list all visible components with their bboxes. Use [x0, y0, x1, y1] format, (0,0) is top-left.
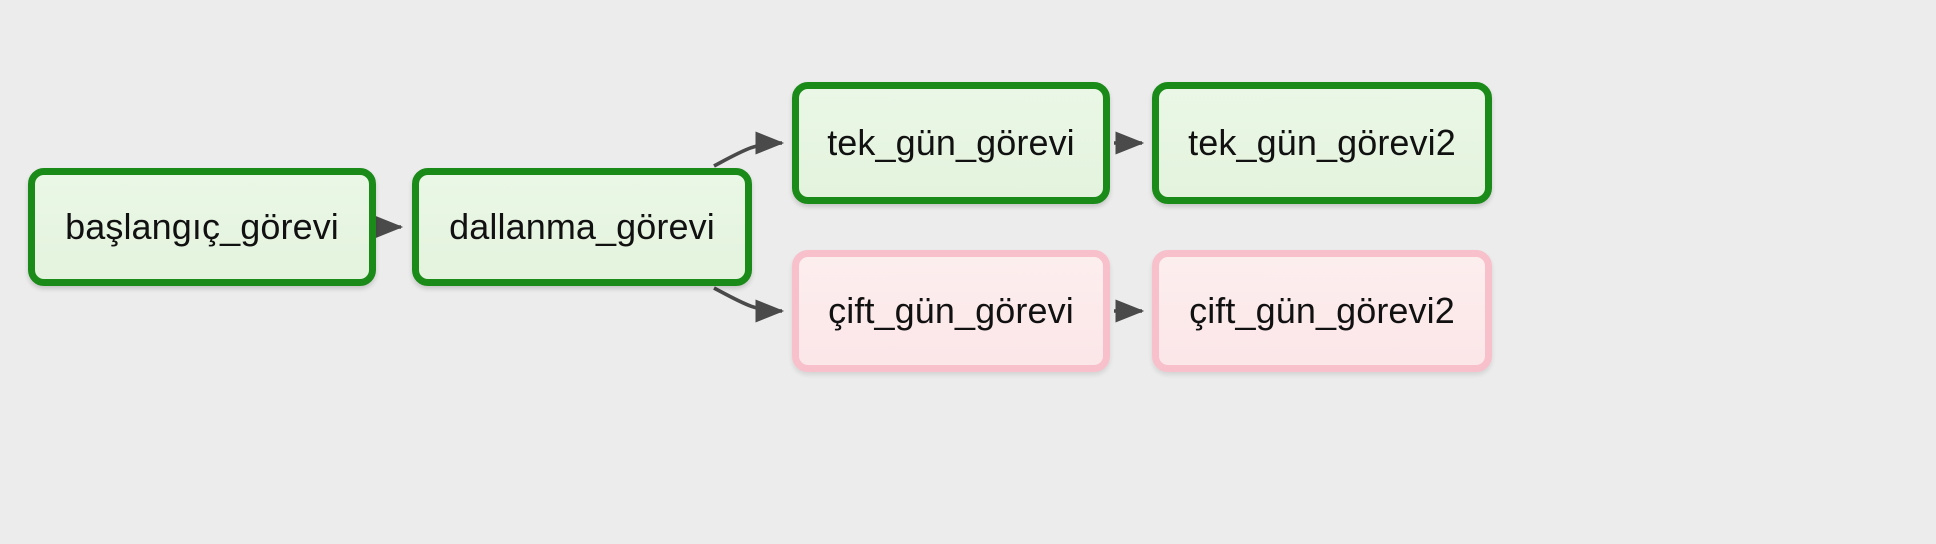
node-tek-gun-gorevi2[interactable]: tek_gün_görevi2 — [1152, 82, 1492, 204]
node-label: çift_gün_görevi — [828, 290, 1074, 331]
node-label: tek_gün_görevi2 — [1188, 122, 1456, 163]
node-label: tek_gün_görevi — [827, 122, 1075, 163]
node-dallanma-gorevi[interactable]: dallanma_görevi — [412, 168, 752, 286]
node-label: başlangıç_görevi — [65, 206, 339, 247]
node-label: çift_gün_görevi2 — [1189, 290, 1455, 331]
node-cift-gun-gorevi[interactable]: çift_gün_görevi — [792, 250, 1110, 372]
edge-dallanma-to-cift-gun — [713, 286, 785, 323]
node-baslangic-gorevi[interactable]: başlangıç_görevi — [28, 168, 376, 286]
edge-dallanma-to-tek-gun — [713, 131, 785, 168]
node-tek-gun-gorevi[interactable]: tek_gün_görevi — [792, 82, 1110, 204]
node-cift-gun-gorevi2[interactable]: çift_gün_görevi2 — [1152, 250, 1492, 372]
node-label: dallanma_görevi — [449, 206, 715, 247]
